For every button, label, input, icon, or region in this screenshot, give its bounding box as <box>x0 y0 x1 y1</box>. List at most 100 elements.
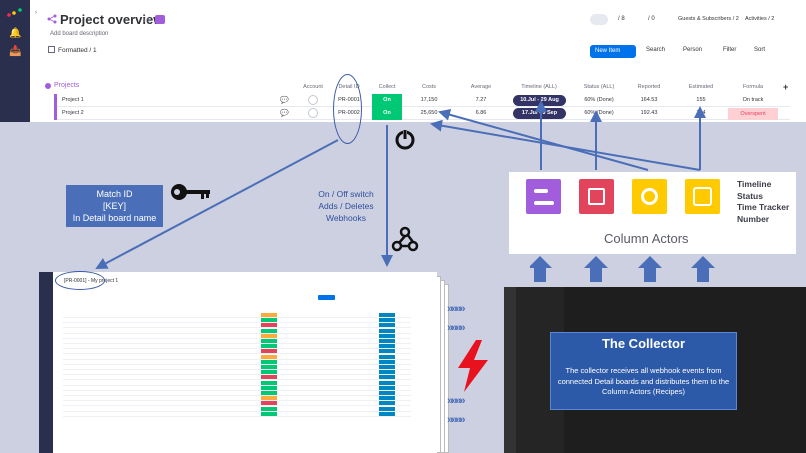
person-button[interactable]: Person <box>683 47 703 53</box>
detail-row <box>63 406 411 412</box>
average-cell: 7.27 <box>475 97 487 103</box>
collector-box <box>550 332 737 410</box>
collector-text: The collector receives all webhook event… <box>557 366 730 396</box>
collapse-icon[interactable]: › <box>35 10 37 16</box>
editor-activity-bar <box>504 287 516 453</box>
filter-button[interactable]: Filter <box>723 47 737 53</box>
detail-row <box>63 354 411 360</box>
match-line-1: Match ID <box>96 189 133 199</box>
actor-label-number: Number <box>737 213 770 224</box>
table-row[interactable] <box>54 94 790 107</box>
activities-button[interactable]: Activities / 2 <box>745 16 775 22</box>
detail-row <box>63 344 411 350</box>
reported-cell: 164.53 <box>640 97 658 103</box>
left-nav <box>0 0 30 122</box>
detail-new-item-button[interactable] <box>318 295 335 300</box>
group-collapse-icon[interactable] <box>45 83 51 89</box>
chat-icon[interactable]: 💬 <box>280 110 289 117</box>
detail-status-cell <box>261 380 277 385</box>
number-actor-icon <box>685 179 720 214</box>
avatars[interactable] <box>590 14 608 25</box>
detail-collect-cell <box>379 401 395 406</box>
monday-logo-icon <box>7 8 22 17</box>
col-average[interactable]: Average <box>470 84 492 90</box>
person-avatar-icon[interactable] <box>308 108 318 118</box>
row-color-bar <box>54 107 57 120</box>
item-name[interactable]: Project 1 <box>62 97 84 103</box>
integrations-count[interactable]: / 0 <box>648 16 655 22</box>
person-avatar-icon[interactable] <box>308 95 318 105</box>
costs-cell: 25,650 <box>420 110 438 116</box>
col-costs[interactable]: Costs <box>421 84 437 90</box>
detail-collect-cell <box>379 391 395 395</box>
collector-title: The Collector <box>601 336 686 351</box>
actor-label-timeline: Timeline <box>737 179 772 189</box>
chat-icon[interactable]: 💬 <box>280 97 289 104</box>
bell-icon[interactable]: 🔔 <box>9 28 22 39</box>
col-reported[interactable]: Reported <box>637 84 661 90</box>
share-icon <box>47 14 57 24</box>
detail-status-cell <box>261 344 277 349</box>
detail-row <box>63 365 411 370</box>
group-title[interactable]: Projects <box>54 82 80 89</box>
detail-collect-cell <box>379 328 395 333</box>
detail-status-cell <box>261 354 277 359</box>
collect-switch[interactable]: On <box>372 94 402 107</box>
table-row[interactable] <box>54 107 790 120</box>
detail-collect-cell <box>379 339 395 343</box>
search-button[interactable]: Search <box>646 47 666 53</box>
reported-cell: 192.43 <box>640 110 658 116</box>
star-icon[interactable]: ☆ <box>142 15 150 24</box>
key-icon <box>171 184 210 200</box>
sort-button[interactable]: Sort <box>754 47 766 53</box>
formula-cell: On track <box>742 97 764 103</box>
guests-button[interactable]: Guests & Subscribers / 2 <box>678 16 739 22</box>
detail-row <box>63 328 411 334</box>
power-icon <box>395 129 415 150</box>
costs-cell: 17,150 <box>420 97 438 103</box>
board-description[interactable]: Add board description <box>50 31 109 37</box>
detail-status-cell <box>261 411 277 416</box>
formula-cell: Overspent <box>728 108 778 120</box>
switch-line-2: Adds / Deletes <box>318 201 374 211</box>
detail-row <box>63 318 411 324</box>
detail-row <box>63 391 411 396</box>
timeline-actor-icon <box>526 179 561 214</box>
inbox-icon[interactable]: 📥 <box>9 46 22 57</box>
timeline-pill[interactable]: 17.Jul - 5 Sep <box>513 108 566 119</box>
item-name[interactable]: Project 2 <box>62 110 84 116</box>
flow-chevrons: »»»» <box>447 303 466 315</box>
detail-status-cell <box>261 333 277 338</box>
switch-line-1: On / Off switch <box>318 189 374 199</box>
col-collect[interactable]: Collect <box>378 84 396 90</box>
collect-switch[interactable]: On <box>372 107 402 120</box>
detail-board <box>39 272 437 453</box>
detail-row <box>63 396 411 402</box>
col-status[interactable]: Status (ALL) <box>583 84 615 90</box>
detail-status-cell <box>261 396 277 401</box>
detail-status-cell <box>261 406 277 411</box>
col-account[interactable]: Account <box>303 84 323 90</box>
detail-title-highlight <box>55 271 105 290</box>
view-selector[interactable]: Formatted / 1 <box>58 47 97 54</box>
col-estimated[interactable]: Estimated <box>688 84 714 90</box>
board-title[interactable]: Project overview <box>60 12 164 27</box>
table-view-icon <box>48 46 55 53</box>
new-item-button[interactable]: New Item <box>590 45 636 58</box>
col-timeline[interactable]: Timeline (ALL) <box>521 84 557 90</box>
members-count[interactable]: / 8 <box>618 16 625 22</box>
detail-row <box>63 385 411 391</box>
detail-collect-cell <box>379 344 395 349</box>
actor-labels: Timeline Status Time Tracker Number <box>737 179 789 225</box>
add-column-icon[interactable]: + <box>783 82 789 92</box>
detail-status-cell <box>261 328 277 333</box>
actor-label-time-tracker: Time Tracker <box>737 202 790 212</box>
detail-row <box>63 313 411 318</box>
up-arrows <box>530 256 715 282</box>
detail-status-cell <box>261 349 277 354</box>
col-formula[interactable]: Formula <box>742 84 764 90</box>
detail-row <box>63 333 411 339</box>
status-cell: 60% (Done) <box>584 97 614 103</box>
detail-status-cell <box>261 365 277 369</box>
